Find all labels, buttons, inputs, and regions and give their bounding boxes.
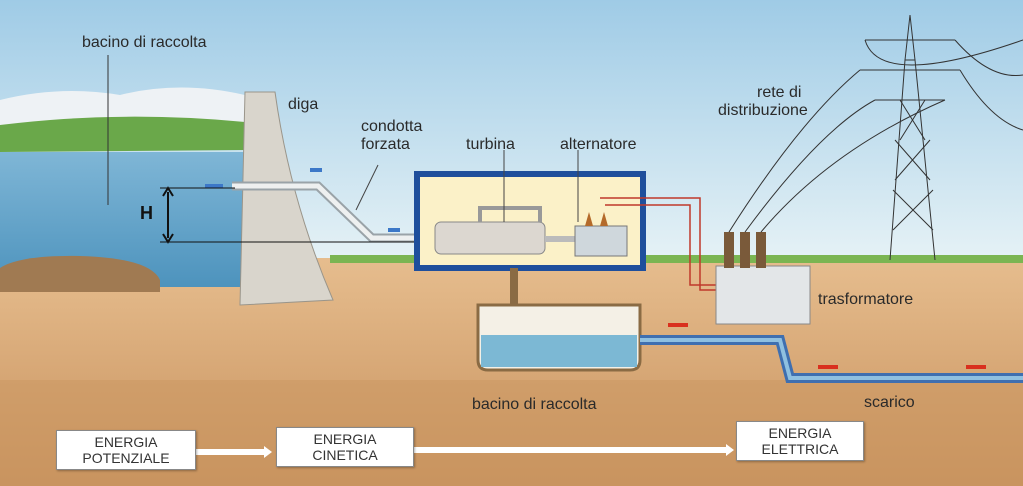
energy-box-kinetic: ENERGIA CINETICA — [276, 427, 414, 467]
grid-label-2: distribuzione — [718, 102, 808, 119]
penstock-label-2: forzata — [361, 136, 410, 153]
transformer-label: trasformatore — [818, 291, 914, 308]
energy-box-line: ENERGIA — [768, 425, 832, 441]
alternator — [574, 225, 628, 257]
head-label: H — [140, 203, 153, 223]
energy-box-line: CINETICA — [312, 447, 378, 463]
reservoir-label: bacino di raccolta — [82, 34, 207, 51]
grass — [330, 255, 1023, 263]
turbine — [434, 221, 546, 255]
dam-label: diga — [288, 96, 319, 113]
energy-box-line: ELETTRICA — [761, 441, 839, 457]
dam — [239, 91, 334, 306]
discharge-label: scarico — [864, 394, 915, 411]
energy-box-electric: ENERGIA ELETTRICA — [736, 421, 864, 461]
energy-box-line: ENERGIA — [313, 431, 377, 447]
energy-box-line: ENERGIA — [94, 434, 158, 450]
alternator-label: alternatore — [560, 136, 637, 153]
water-flow-arrows — [205, 168, 400, 232]
penstock-label-1: condotta — [361, 118, 423, 135]
power-tower — [728, 14, 1023, 261]
hill — [0, 116, 245, 152]
turbine-label: turbina — [466, 136, 515, 153]
energy-box-potential: ENERGIA POTENZIALE — [56, 430, 196, 470]
energy-box-line: POTENZIALE — [82, 450, 170, 466]
collection-basin-label: bacino di raccolta — [472, 396, 597, 413]
transformer — [715, 265, 811, 325]
grid-label-1: rete di — [757, 84, 802, 101]
lakebed-rock — [0, 255, 160, 292]
mountains — [0, 87, 245, 125]
red-flow-arrows — [668, 323, 986, 369]
